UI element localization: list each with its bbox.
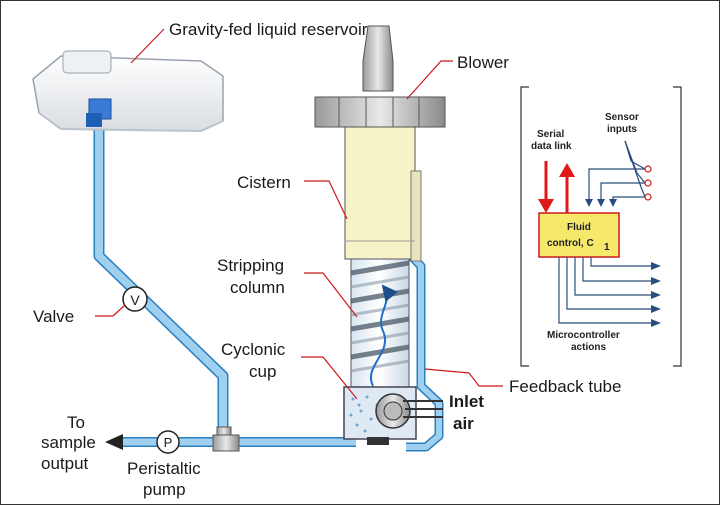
label-blower: Blower	[457, 53, 509, 72]
label-stripping-2: column	[230, 278, 285, 297]
label-reservoir: Gravity-fed liquid reservoir	[169, 20, 368, 39]
label-sensor-1: Sensor	[605, 112, 639, 123]
label-cistern: Cistern	[237, 173, 291, 192]
cistern	[344, 126, 422, 262]
label-actions-2: actions	[571, 342, 606, 353]
sample-output-arrow	[105, 434, 123, 450]
peristaltic-pump: P	[156, 430, 180, 454]
diagram-labels: Gravity-fed liquid reservoir Blower Cist…	[33, 20, 621, 499]
stripping-column	[350, 258, 410, 390]
blower	[314, 25, 446, 128]
controller-inset: Serial data link Sensor inputs Fluid con…	[520, 86, 682, 367]
label-to-sample-1: To	[67, 413, 85, 432]
liquid-reservoir	[32, 50, 224, 133]
label-inlet-1: Inlet	[449, 392, 484, 411]
label-box-2: control, C	[547, 238, 594, 249]
label-to-sample-3: output	[41, 454, 89, 473]
label-serial-2: data link	[531, 141, 572, 152]
valve-symbol: V	[122, 286, 148, 312]
label-box-sub: 1	[604, 242, 610, 253]
label-feedback-tube: Feedback tube	[509, 377, 621, 396]
label-cyclonic-2: cup	[249, 362, 276, 381]
leader-lines	[95, 28, 503, 400]
cyclonic-cup	[343, 386, 443, 445]
label-inlet-2: air	[453, 414, 474, 433]
fluid-control-box	[538, 212, 620, 258]
svg-text:V: V	[130, 292, 140, 308]
label-actions-1: Microcontroller	[547, 330, 620, 341]
t-junction-fitting	[212, 426, 240, 452]
label-cyclonic-1: Cyclonic	[221, 340, 286, 359]
sensor-input-lines	[588, 140, 646, 205]
label-valve: Valve	[33, 307, 74, 326]
label-peristaltic-1: Peristaltic	[127, 459, 201, 478]
svg-text:P: P	[164, 435, 173, 450]
label-to-sample-2: sample	[41, 433, 96, 452]
label-peristaltic-2: pump	[143, 480, 186, 499]
action-arrows	[558, 257, 653, 324]
serial-data-arrows	[538, 161, 575, 213]
label-sensor-2: inputs	[607, 124, 637, 135]
label-stripping-1: Stripping	[217, 256, 284, 275]
label-box-1: Fluid	[567, 222, 591, 233]
label-serial-1: Serial	[537, 129, 564, 140]
